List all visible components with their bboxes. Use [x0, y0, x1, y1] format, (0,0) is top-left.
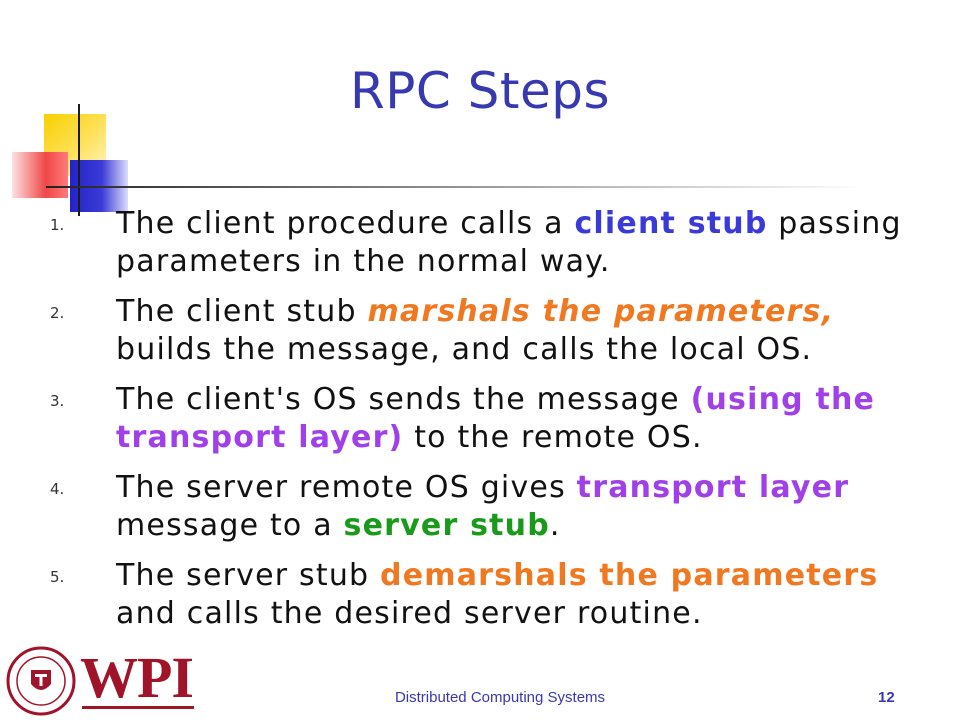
step-number: 3.: [50, 392, 65, 410]
wpi-logo: WPI: [6, 646, 196, 716]
list-item-step-2: 2. The client stub marshals the paramete…: [50, 293, 940, 369]
step-number: 5.: [50, 568, 65, 586]
footer-course-title: Distributed Computing Systems: [394, 689, 606, 706]
list-item-step-4: 4. The server remote OS gives transport …: [50, 469, 940, 545]
step-text: passing parameters in the normal way.: [116, 206, 902, 279]
wpi-wordmark-underline: [82, 706, 194, 709]
highlight-client-stub: client stub: [574, 206, 768, 241]
rpc-steps-list: 1. The client procedure calls a client s…: [50, 205, 940, 645]
decorative-vertical-line: [78, 104, 80, 216]
highlight-marshals-parameters: marshals the parameters,: [367, 294, 835, 329]
list-item-step-3: 3. The client's OS sends the message (us…: [50, 381, 940, 457]
step-text: .: [549, 508, 561, 543]
step-text: builds the message, and calls the local …: [116, 332, 813, 367]
step-text: to the remote OS.: [403, 420, 703, 455]
highlight-server-stub: server stub: [343, 508, 550, 543]
highlight-demarshals-parameters: demarshals the parameters: [380, 558, 879, 593]
step-text: The client's OS sends the message: [116, 382, 691, 417]
step-number: 2.: [50, 304, 65, 322]
step-text: The client procedure calls a: [116, 206, 575, 241]
highlight-using-transport-layer: (using the transport layer): [116, 382, 876, 455]
wpi-seal-icon: [6, 646, 76, 716]
slide-page-number: 12: [878, 689, 895, 706]
step-text: The client stub: [116, 294, 368, 329]
list-item-step-1: 1. The client procedure calls a client s…: [50, 205, 940, 281]
decorative-red-square: [12, 152, 68, 198]
step-number: 1.: [50, 216, 65, 234]
wpi-wordmark: WPI: [80, 645, 194, 710]
slide-title: RPC Steps: [349, 62, 611, 120]
step-text: message to a: [116, 508, 344, 543]
step-number: 4.: [50, 480, 65, 498]
step-text: The server remote OS gives: [116, 470, 577, 505]
step-text: The server stub: [116, 558, 381, 593]
title-underline-rule: [46, 186, 866, 188]
highlight-transport-layer: transport layer: [576, 470, 850, 505]
list-item-step-5: 5. The server stub demarshals the parame…: [50, 557, 940, 633]
step-text: and calls the desired server routine.: [116, 596, 703, 631]
